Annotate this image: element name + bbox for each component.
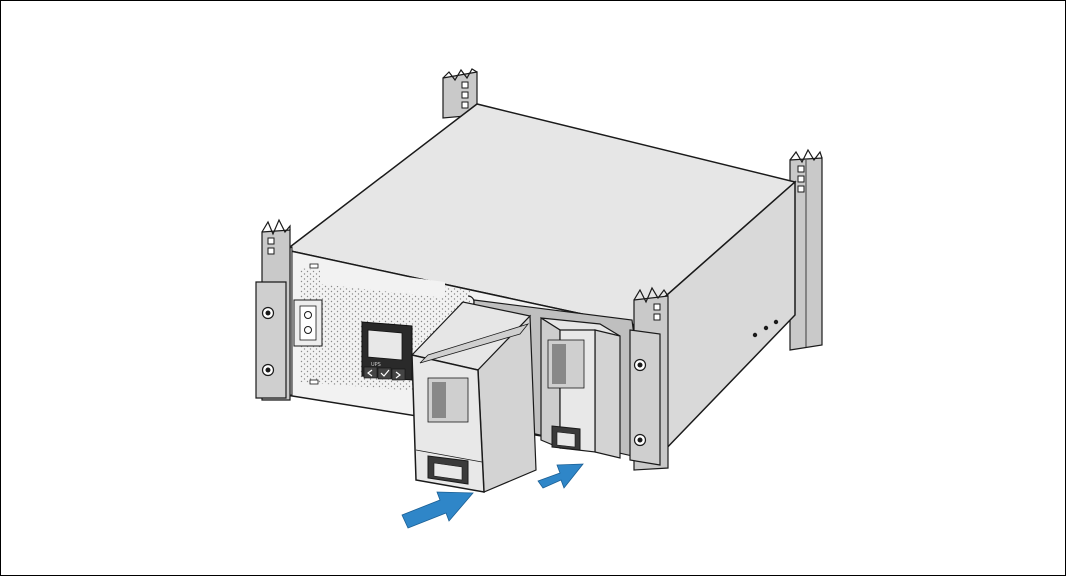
battery-module-1 xyxy=(410,301,537,493)
lcd-control-panel: UPS xyxy=(361,321,413,381)
lcd-screen xyxy=(367,329,403,361)
front-right-rack-rail xyxy=(629,286,669,471)
side-screw xyxy=(752,332,758,338)
insert-arrow-icon xyxy=(401,491,474,529)
rear-left-rack-rail xyxy=(442,68,478,119)
battery-module-2 xyxy=(540,316,621,459)
check-button-icon xyxy=(380,369,390,377)
right-mounting-bracket xyxy=(629,329,661,466)
display-logo: UPS xyxy=(371,362,381,368)
insert-arrow-icon xyxy=(537,463,584,489)
side-screw xyxy=(763,325,769,331)
check-button xyxy=(377,367,392,380)
left-button xyxy=(363,366,378,379)
left-button-icon xyxy=(367,369,373,377)
right-button-icon xyxy=(395,371,401,379)
left-terminal-panel xyxy=(293,299,323,347)
side-screw xyxy=(773,319,779,325)
left-mounting-bracket xyxy=(255,281,287,399)
front-left-rack-rail xyxy=(255,218,291,401)
